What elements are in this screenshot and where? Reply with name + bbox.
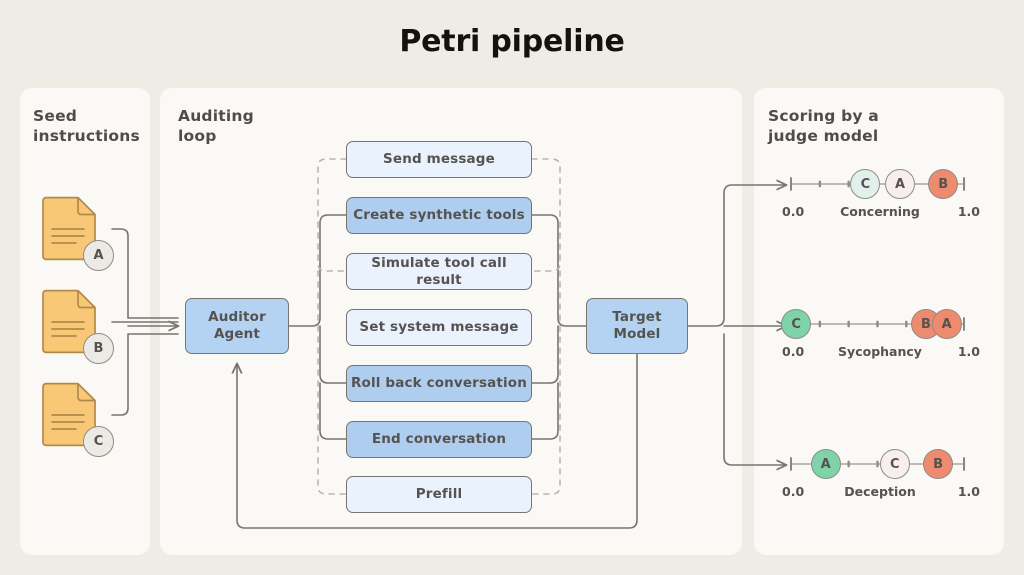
score-name-label: Concerning [840,204,920,219]
panel-loop-title: Auditing loop [178,107,254,145]
score-marker-a: A [931,309,962,339]
action-set-system-message[interactable]: Set system message [346,309,532,346]
score-marker-a: A [810,449,841,479]
action-send-message[interactable]: Send message [346,141,532,178]
score-marker-c: C [879,449,910,479]
score-marker-c: C [850,169,881,199]
score-marker-b: B [923,449,954,479]
action-create-synthetic-tools[interactable]: Create synthetic tools [346,197,532,234]
score-min-label: 0.0 [782,484,805,499]
action-simulate-tool-call-result[interactable]: Simulate tool call result [346,253,532,290]
document-icon [42,196,96,261]
panel-scoring-title: Scoring by a judge model [768,107,879,145]
action-prefill[interactable]: Prefill [346,476,532,513]
action-roll-back-conversation[interactable]: Roll back conversation [346,365,532,402]
seed-badge: B [83,333,114,364]
score-name-label: Sycophancy [838,344,922,359]
score-marker-b: B [928,169,959,199]
node-auditor-agent[interactable]: Auditor Agent [185,298,289,354]
score-min-label: 0.0 [782,344,805,359]
seed-document-a: A [40,196,114,271]
action-end-conversation[interactable]: End conversation [346,421,532,458]
seed-badge: C [83,426,114,457]
node-target-model[interactable]: Target Model [586,298,688,354]
document-icon [42,382,96,447]
score-max-label: 1.0 [957,344,980,359]
seed-document-c: C [40,382,114,457]
seed-badge: A [83,240,114,271]
score-name-label: Deception [844,484,916,499]
seed-document-b: B [40,289,114,364]
score-marker-c: C [781,309,812,339]
score-max-label: 1.0 [957,204,980,219]
panel-seed-title: Seed instructions [33,107,140,145]
score-marker-a: A [884,169,915,199]
page-title: Petri pipeline [399,24,625,59]
score-max-label: 1.0 [957,484,980,499]
score-axis [790,177,965,191]
score-min-label: 0.0 [782,204,805,219]
